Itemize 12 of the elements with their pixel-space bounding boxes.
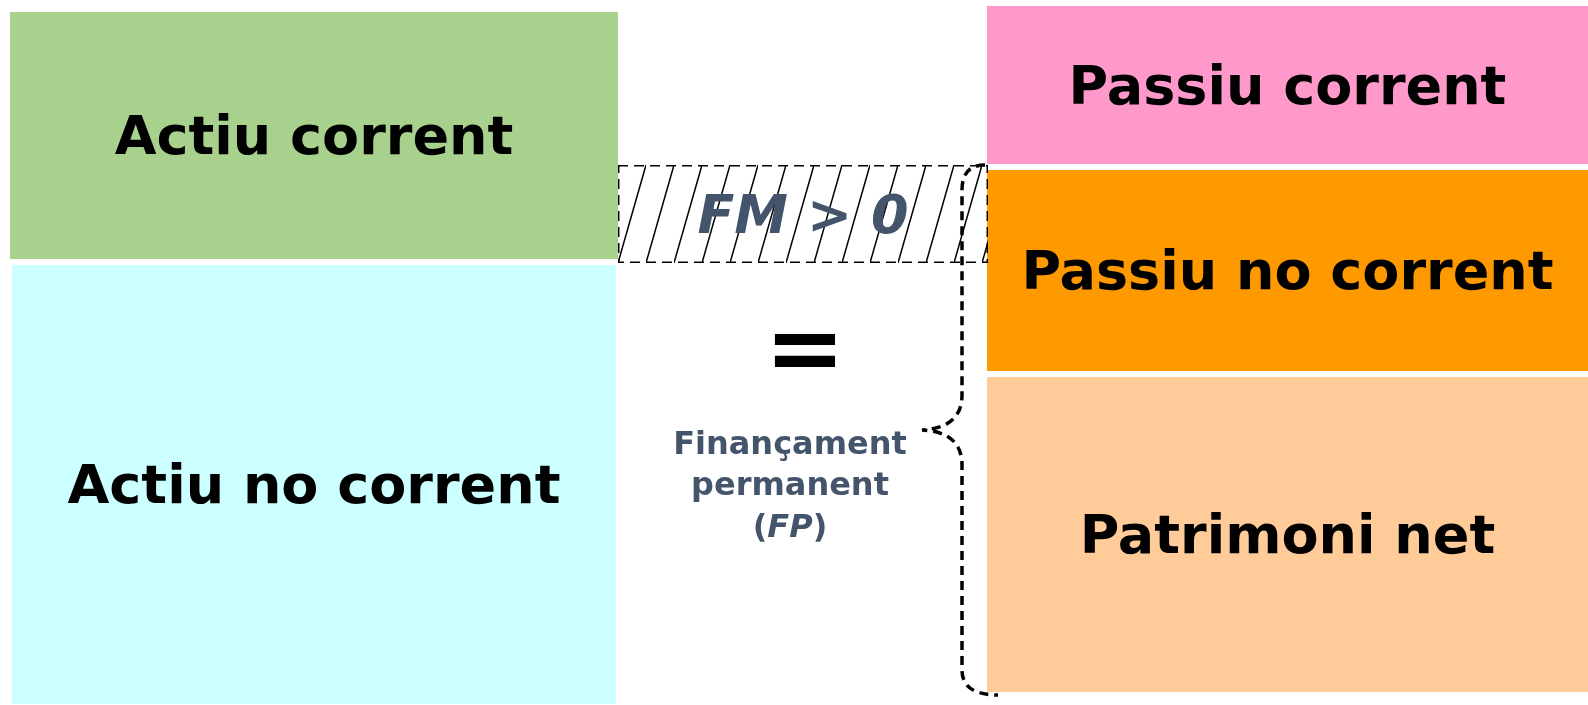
equity-block: [987, 377, 1588, 692]
caption-text: Finançament permanent (FP): [672, 422, 908, 547]
block-title: Passiu no corrent: [1021, 239, 1554, 302]
liability-block: [987, 170, 1588, 371]
equals-sign: =: [763, 300, 847, 396]
block-title: Actiu no corrent: [67, 453, 561, 516]
block-title: Patrimoni net: [1079, 503, 1496, 566]
asset-block: [12, 265, 616, 704]
liability-block: [987, 6, 1588, 164]
asset-block: [10, 12, 618, 259]
block-title: Passiu corrent: [1068, 53, 1507, 117]
block-title: Actiu corrent: [114, 104, 514, 167]
